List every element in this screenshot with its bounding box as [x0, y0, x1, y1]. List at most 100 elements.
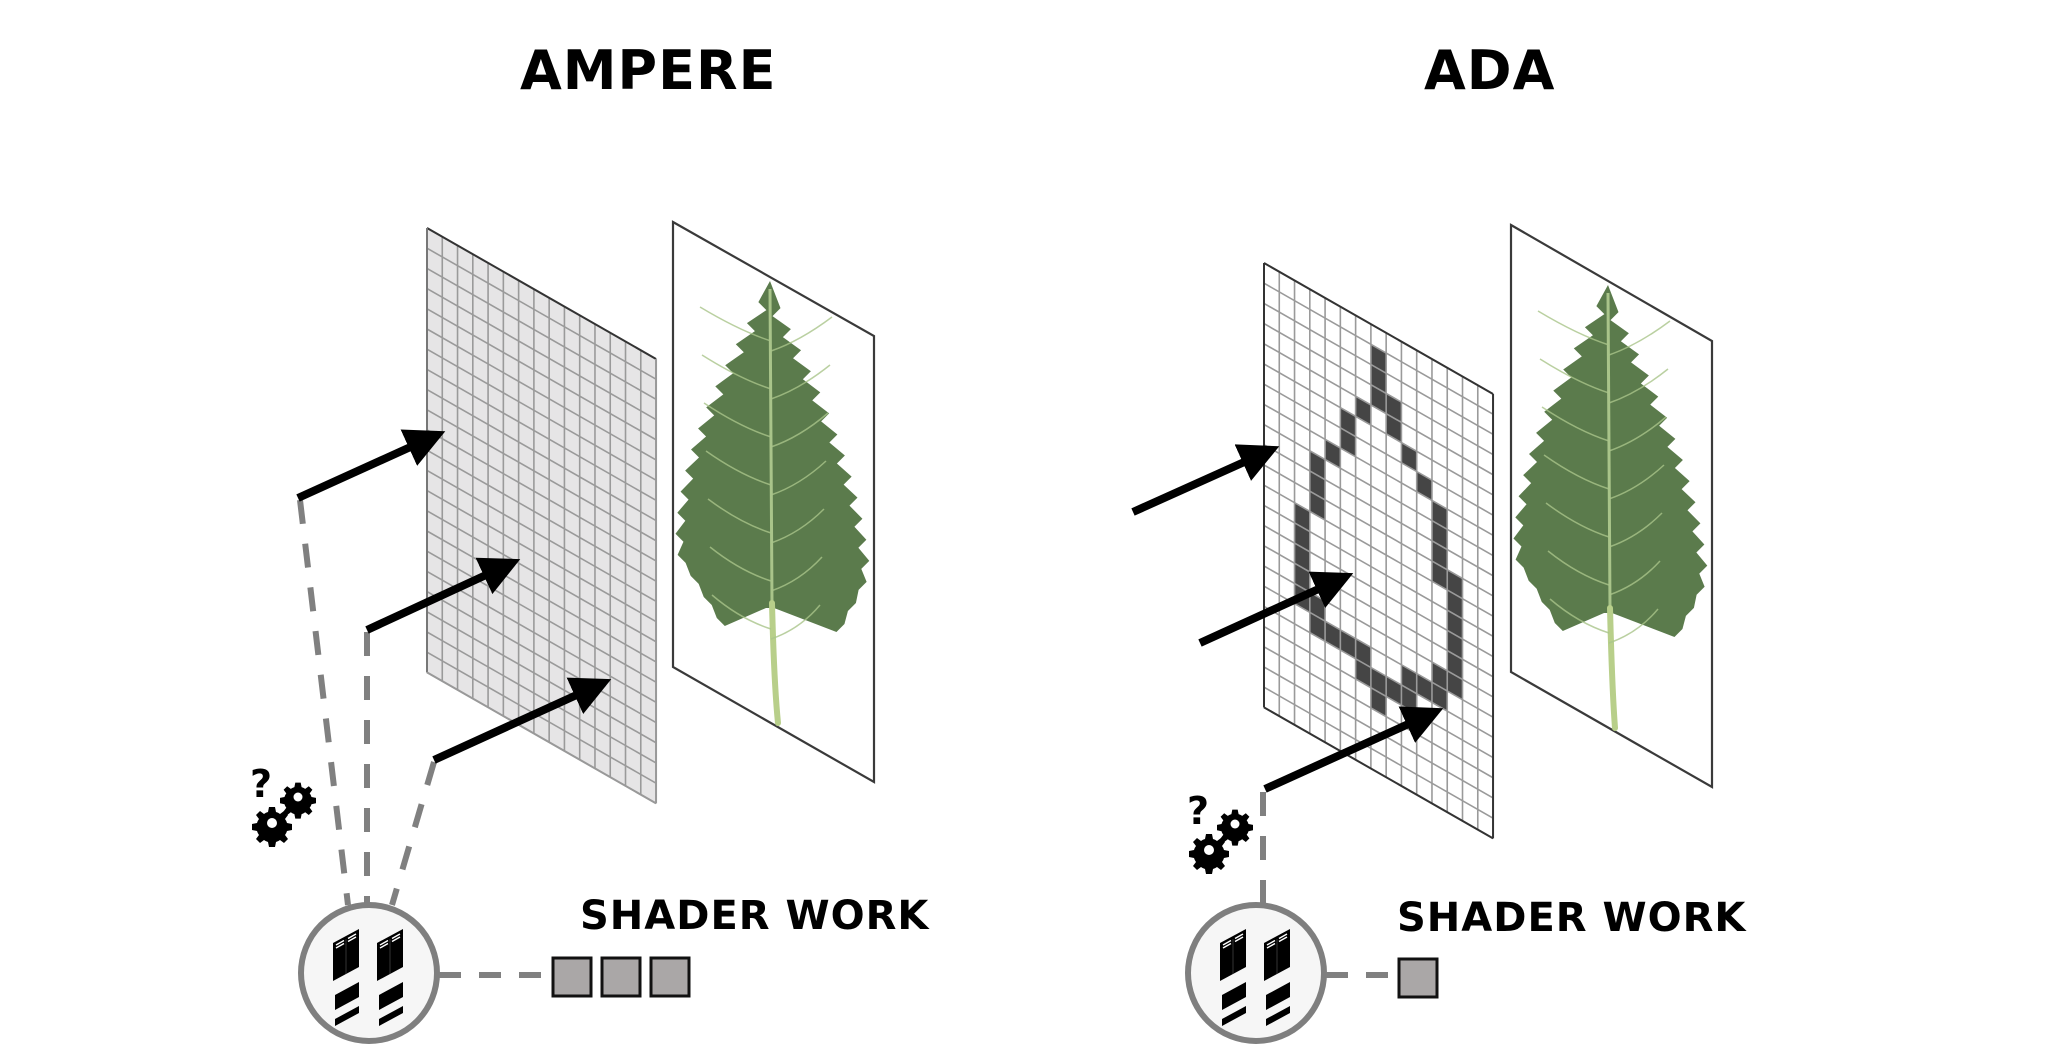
leaf-vein: [1539, 358, 1610, 394]
grid-line: [1263, 444, 1494, 577]
leaf-vein: [1545, 502, 1610, 538]
grid-line: [1263, 363, 1494, 496]
grid-line: [426, 631, 657, 764]
grid-line: [1263, 524, 1494, 658]
leaf-stem: [1607, 605, 1618, 731]
leaf-vein: [1608, 416, 1667, 452]
grid-line: [426, 388, 657, 522]
grid-line: [426, 348, 657, 481]
grid-line: [426, 247, 657, 380]
ray-arrow: [365, 557, 521, 634]
grid-line: [426, 449, 657, 582]
ampere-title: AMPERE: [520, 39, 777, 102]
shader-work-unit: [649, 956, 691, 998]
ray-arrow: [296, 429, 446, 502]
leaf-vein: [1537, 310, 1610, 346]
leaf-vein: [699, 306, 772, 342]
leaf-vein: [1608, 512, 1663, 548]
grid-line: [1263, 565, 1494, 698]
leaf-vein: [1541, 406, 1610, 442]
question-mark-icon: ?: [250, 762, 272, 806]
ada-shader-work-label: SHADER WORK: [1397, 895, 1747, 941]
grid-line: [1263, 646, 1494, 779]
processor-circle: [298, 902, 440, 1044]
leaf-vein: [770, 508, 825, 544]
shader-work-unit: [551, 956, 593, 998]
grid-line: [426, 530, 657, 663]
leaf-vein: [1547, 550, 1610, 586]
grid-line: [426, 510, 657, 643]
grid-line: [1263, 343, 1494, 476]
grid-line: [1263, 484, 1494, 617]
leaf-vein: [709, 546, 772, 582]
grid-line: [426, 368, 657, 502]
leaf-vein: [770, 460, 827, 496]
ampere-leaf-image: [671, 220, 876, 784]
grid-edge: [426, 227, 657, 360]
shader-work-unit: [1397, 957, 1439, 999]
leaf-vein: [701, 354, 772, 390]
grid-line: [1263, 423, 1494, 557]
grid-edge: [1263, 706, 1494, 840]
grid-line: [1263, 504, 1494, 638]
dashed-link: [389, 761, 437, 906]
grid-line: [1263, 585, 1494, 718]
leaf-vein: [770, 604, 821, 640]
grid-line: [426, 611, 657, 744]
ada-panel: ?: [1131, 223, 1714, 1044]
leaf-vein: [770, 316, 833, 352]
ampere-shader-work-label: SHADER WORK: [580, 893, 930, 939]
leaf-vein: [770, 412, 829, 448]
grid-line: [1263, 282, 1494, 415]
leaf-vein: [711, 594, 772, 630]
leaf-vein: [707, 498, 772, 534]
leaf-vein: [1608, 560, 1661, 596]
question-gears-icon: ?: [250, 762, 316, 847]
leaf-vein: [1549, 598, 1610, 634]
leaf-vein: [770, 556, 823, 592]
grid-line: [1263, 605, 1494, 739]
dashed-link: [297, 499, 351, 906]
leaf-vein: [1608, 464, 1665, 500]
ampere-panel: ?: [250, 220, 876, 1044]
grid-line: [426, 651, 657, 784]
leaf-vein: [703, 402, 772, 438]
grid-line: [426, 570, 657, 704]
question-mark-icon: ?: [1187, 789, 1209, 833]
ray-arrow: [432, 677, 612, 764]
leaf-vein: [705, 450, 772, 486]
ampere-grid: [426, 227, 658, 805]
grid-line: [426, 550, 657, 683]
grid-line: [1263, 302, 1494, 436]
grid-line: [426, 489, 657, 623]
leaf-vein: [1608, 608, 1659, 644]
grid-line: [426, 409, 657, 542]
gear-icon: [252, 807, 292, 847]
leaf-vein: [770, 364, 831, 400]
ray-arrow: [1198, 571, 1354, 647]
grid-line: [426, 469, 657, 603]
grid-line: [1263, 322, 1494, 456]
leaf-vein: [1543, 454, 1610, 490]
leaf-vein: [1608, 368, 1669, 404]
question-gears-icon: ?: [1187, 789, 1253, 874]
ada-title: ADA: [1424, 39, 1556, 102]
ada-grid: [1263, 262, 1495, 840]
grid-line: [426, 590, 657, 724]
grid-line: [1263, 545, 1494, 678]
grid-line: [1263, 625, 1494, 759]
grid-edge: [426, 671, 657, 805]
grid-line: [1263, 383, 1494, 516]
shader-work-unit: [600, 956, 642, 998]
grid-line: [1263, 686, 1494, 819]
grid-line: [1263, 403, 1494, 537]
ray-arrow: [1131, 444, 1280, 516]
grid-line: [426, 267, 657, 401]
processor-circle: [1185, 902, 1327, 1044]
ray-arrow: [1263, 706, 1444, 793]
grid-line: [426, 429, 657, 562]
gear-icon: [1189, 834, 1229, 874]
grid-line: [1263, 666, 1494, 799]
